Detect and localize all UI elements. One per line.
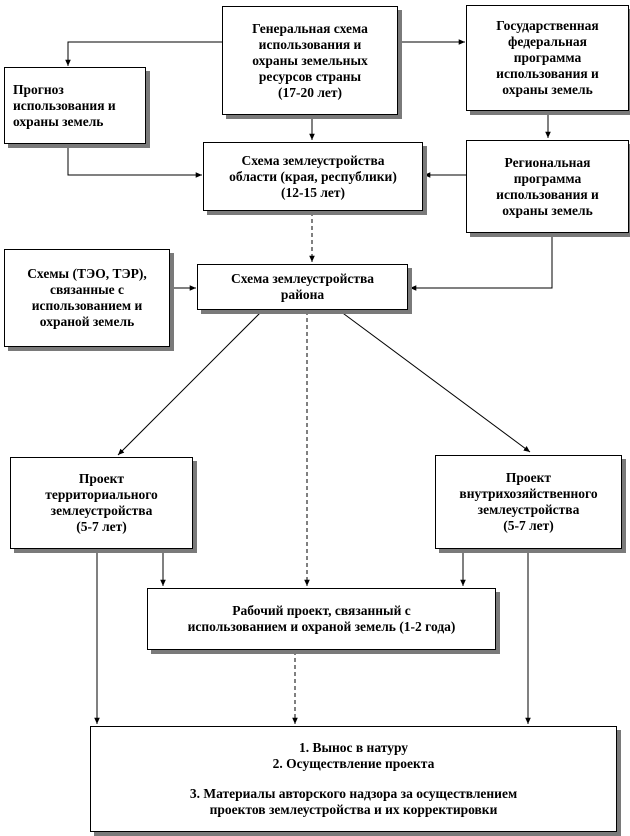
regional-program-line-2: программа	[513, 170, 582, 186]
federal-program-line-4: использования и	[496, 66, 599, 81]
region-scheme-line-2: области (края, республики)	[229, 168, 397, 184]
arrow-regional-to-district	[410, 234, 553, 291]
implementation-line-5: проектов землеустройства и их корректиро…	[209, 802, 498, 817]
arrow-district-to-territorial	[117, 310, 263, 456]
arrow-forecast-to-region	[67, 145, 202, 178]
district-scheme-line-2: района	[280, 287, 325, 302]
federal-program-line-1: Государственная	[496, 18, 599, 33]
territorial-project-line-3: землеустройства	[50, 503, 153, 518]
working-project-line-2: использованием и охраной земель (1-2 год…	[187, 619, 456, 634]
general-scheme-line-4: ресурсов страны	[258, 68, 362, 84]
territorial-project-line-2: территориального	[45, 487, 158, 502]
arrow-district-to-onfarm	[339, 310, 531, 453]
tech-schemes-line-1: Схемы (ТЭО, ТЭР),	[27, 266, 147, 281]
onfarm-project-line-1: Проект	[505, 470, 552, 485]
forecast-line-2: использования и	[13, 97, 116, 113]
onfarm-project-line-3: землеустройства	[477, 502, 580, 517]
regional-program-line-3: использования и	[496, 186, 599, 202]
regional-program-line-1: Региональная	[504, 154, 591, 170]
implementation-line-1: 1. Вынос в натуру	[298, 740, 409, 755]
district-scheme-line-1: Схема землеустройства	[230, 271, 375, 286]
working-project-line-1: Рабочий проект, связанный с	[232, 603, 411, 618]
general-scheme-line-1: Генеральная схема	[252, 20, 368, 36]
tech-schemes-line-2: связанные с	[49, 282, 125, 297]
territorial-project-line-4: (5-7 лет)	[76, 519, 127, 534]
onfarm-project-line-2: внутрихозяйственного	[459, 486, 598, 501]
tech-schemes-line-4: охраной земель	[39, 314, 135, 329]
tech-schemes-line-3: использованием и	[31, 298, 143, 313]
federal-program-line-2: федеральная	[508, 34, 587, 49]
general-scheme-line-5: (17-20 лет)	[277, 84, 343, 100]
regional-program-line-4: охраны земель	[502, 202, 593, 218]
arrow-general-to-forecast	[65, 41, 222, 66]
forecast-line-3: охраны земель	[13, 113, 104, 129]
forecast-line-1: Прогноз	[13, 81, 64, 97]
general-scheme-line-2: использования и	[258, 36, 362, 52]
federal-program-line-3: программа	[513, 50, 582, 65]
federal-program-line-5: охраны земель	[502, 82, 593, 97]
general-scheme-line-3: охраны земельных	[252, 52, 368, 68]
implementation-line-4: 3. Материалы авторского надзора за осуще…	[189, 786, 518, 801]
region-scheme-line-1: Схема землеустройства	[241, 152, 385, 168]
region-scheme-line-3: (12-15 лет)	[280, 184, 346, 200]
onfarm-project-line-4: (5-7 лет)	[503, 518, 554, 533]
implementation-line-2: 2. Осуществление проекта	[272, 756, 435, 771]
territorial-project-line-1: Проект	[78, 471, 125, 486]
